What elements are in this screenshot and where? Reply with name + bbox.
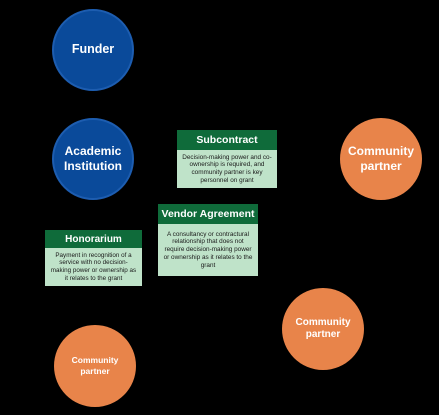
honorarium-title: Honorarium	[45, 230, 142, 248]
honorarium-box: Honorarium Payment in recognition of a s…	[45, 230, 142, 286]
funder-label: Funder	[71, 42, 115, 57]
community-partner-label-middle: Community partner	[295, 316, 351, 341]
academic-institution-label: Academic Institution	[64, 144, 122, 173]
vendor-agreement-description: A consultancy or contractural relationsh…	[158, 224, 258, 276]
vendor-agreement-title: Vendor Agreement	[158, 204, 258, 224]
subcontract-box: Subcontract Decision-making power and co…	[177, 130, 277, 188]
academic-institution-node: Academic Institution	[52, 118, 134, 200]
subcontract-description: Decision-making power and co-ownership i…	[177, 150, 277, 188]
community-partner-node-left: Community partner	[54, 325, 136, 407]
community-partner-node-right: Community partner	[340, 118, 422, 200]
community-partner-label-right: Community partner	[348, 144, 414, 173]
community-partner-label-left: Community partner	[71, 355, 119, 376]
honorarium-description: Payment in recognition of a service with…	[45, 248, 142, 286]
community-partner-node-middle: Community partner	[282, 288, 364, 370]
funder-node: Funder	[52, 9, 134, 91]
subcontract-title: Subcontract	[177, 130, 277, 150]
vendor-agreement-box: Vendor Agreement A consultancy or contra…	[158, 204, 258, 276]
